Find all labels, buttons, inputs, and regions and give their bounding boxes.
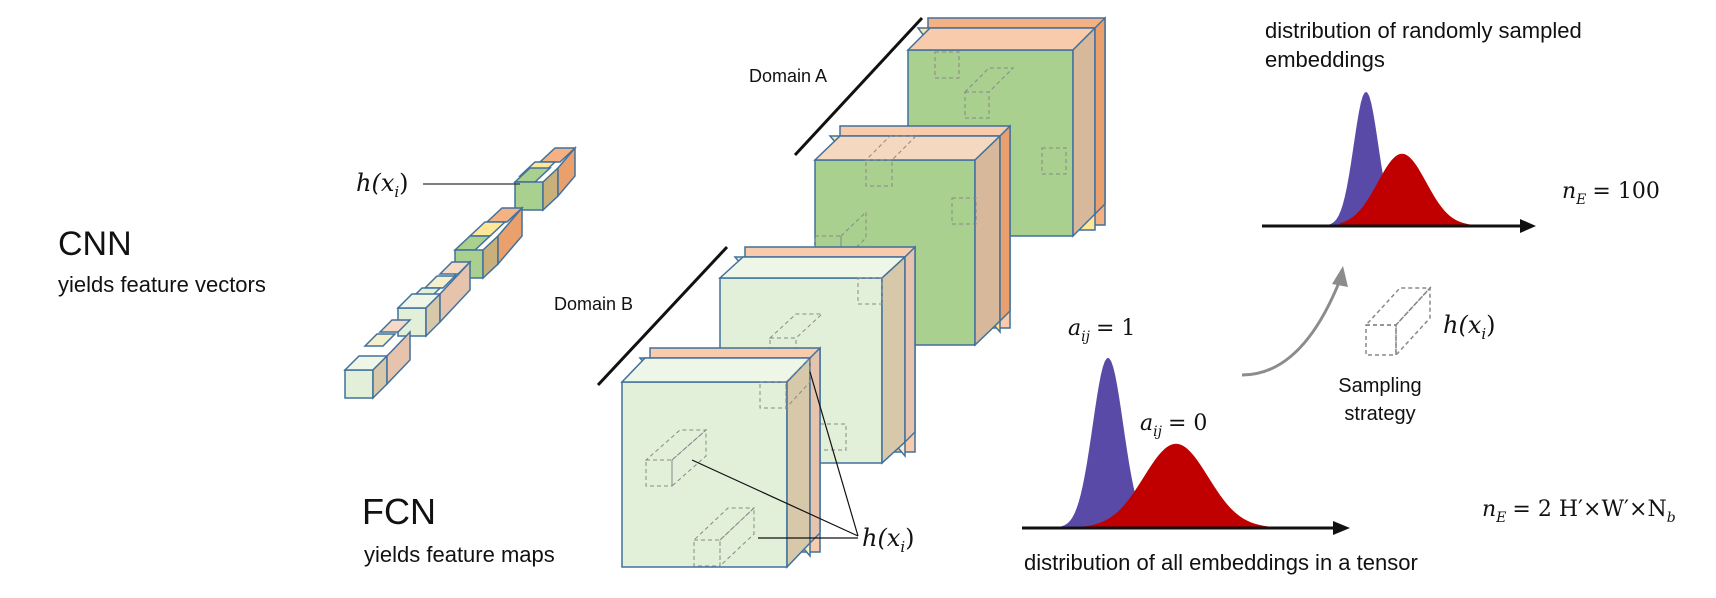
sampling-arrow-head — [1332, 266, 1348, 287]
bottom-distribution-title: distribution of all embeddings in a tens… — [1024, 550, 1418, 575]
domain-a-divider — [793, 16, 924, 157]
domain-b-tensor-front — [620, 346, 821, 569]
fcn-embedding-box-2 — [693, 539, 721, 567]
bottom-distribution-plot — [1035, 358, 1291, 529]
sampling-arrow — [1241, 279, 1342, 377]
fcn-embedding-leader-lines — [691, 371, 859, 539]
domain-b-divider — [596, 245, 729, 387]
cnn-title: CNN — [58, 225, 132, 263]
cnn-feature-vectors — [343, 145, 577, 400]
domain-b-label: Domain B — [554, 294, 633, 314]
top-distribution-n-label: nE= 100 — [1562, 179, 1660, 208]
sampling-label-line1: Sampling — [1338, 375, 1421, 397]
fcn-map-label: h(xi) — [862, 524, 915, 556]
sampling-embedding-label: h(xi) — [1443, 311, 1496, 343]
top-distribution-red-curve — [1339, 153, 1481, 227]
bottom-distribution-n-label: nE= 2 H′×W′×Nb — [1482, 497, 1676, 526]
domain-a-label: Domain A — [749, 66, 827, 86]
top-distribution-title-line2: embeddings — [1265, 47, 1385, 72]
cnn-subtitle: yields feature vectors — [58, 272, 266, 297]
cnn-vector-segment-4 — [513, 145, 577, 212]
fcn-title: FCN — [362, 491, 436, 532]
sampling-embedding-box — [1364, 286, 1432, 357]
cnn-vector-segment-2 — [396, 260, 472, 338]
fcn-subtitle: yields feature maps — [364, 542, 555, 567]
bottom-distribution-axis — [1022, 521, 1350, 535]
cnn-vector-label: h(xi) — [356, 169, 409, 201]
a-ij-equals-0-label: aij= 0 — [1140, 411, 1207, 440]
a-ij-equals-1-label: aij= 1 — [1068, 316, 1135, 345]
bottom-distribution-red-curve — [1059, 443, 1291, 529]
sampling-label-line2: strategy — [1344, 403, 1415, 425]
top-distribution-title-line1: distribution of randomly sampled — [1265, 18, 1582, 43]
top-distribution-plot — [1324, 92, 1481, 227]
cnn-vector-segment-1 — [343, 319, 412, 400]
top-distribution-axis — [1262, 219, 1536, 233]
